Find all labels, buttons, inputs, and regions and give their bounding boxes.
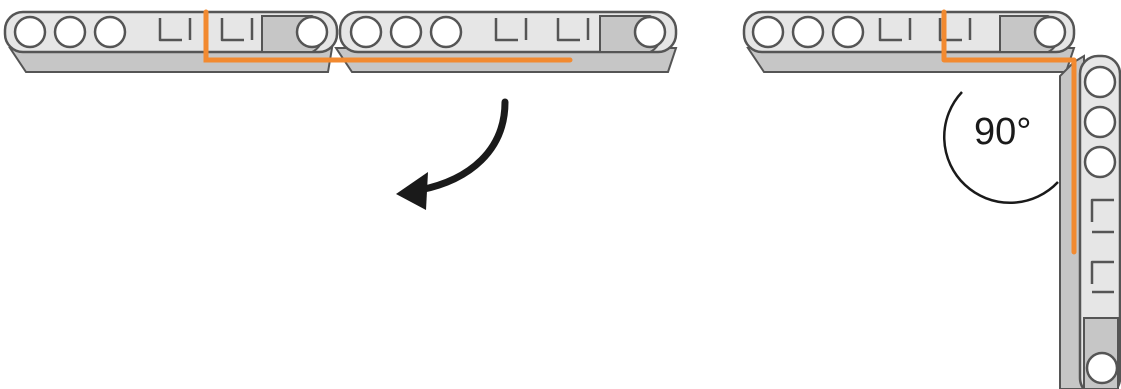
- vertical-arm-face: [1078, 54, 1121, 389]
- slot: [1090, 198, 1114, 222]
- slot: [556, 18, 580, 42]
- rotate-arrow-icon: [396, 98, 509, 210]
- hole: [1083, 105, 1117, 139]
- hole: [791, 15, 825, 49]
- slot: [878, 18, 902, 42]
- hole: [1033, 15, 1067, 49]
- strip-left-face: [3, 10, 339, 54]
- angle-label: 90°: [974, 111, 1031, 153]
- folded-strip-group: 90°: [742, 9, 1121, 389]
- slot: [494, 18, 518, 42]
- hole: [53, 15, 87, 49]
- angle-arc: [943, 91, 1059, 205]
- highlight-line-straight: [203, 9, 573, 63]
- slot: [1090, 260, 1114, 284]
- hole: [831, 15, 865, 49]
- hole: [1083, 145, 1117, 179]
- hole: [295, 15, 329, 49]
- slot: [220, 18, 244, 42]
- slot: [938, 18, 962, 42]
- hole: [349, 15, 383, 49]
- hole: [389, 15, 423, 49]
- slot: [158, 18, 182, 42]
- hole: [1085, 351, 1119, 385]
- hole: [1083, 65, 1117, 99]
- hole: [13, 15, 47, 49]
- straight-strips-group: [3, 9, 678, 73]
- strip-right-face: [338, 10, 678, 54]
- hole: [751, 15, 785, 49]
- hole: [93, 15, 127, 49]
- highlight-line-folded: [941, 9, 1077, 255]
- hole: [429, 15, 463, 49]
- hole: [633, 15, 667, 49]
